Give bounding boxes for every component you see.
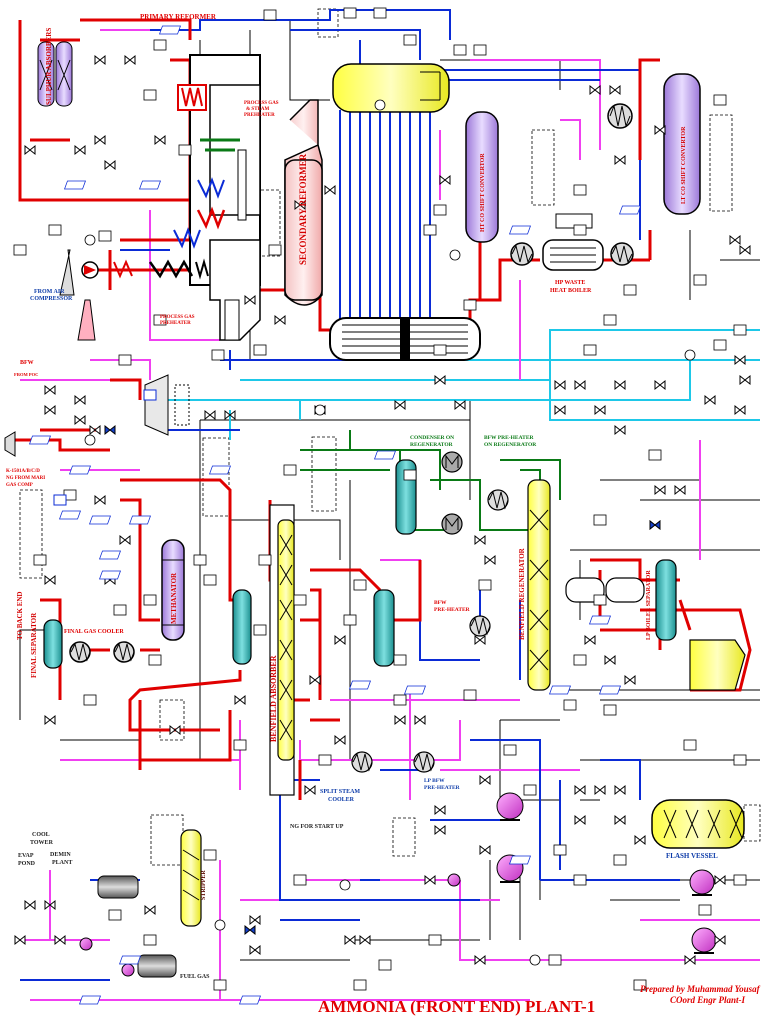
waste-heat-boilers — [329, 317, 481, 361]
credit-line-1: Prepared by Muhammad Yousaf — [640, 984, 761, 994]
svg-text:DEMIN: DEMIN — [50, 852, 71, 858]
benfield-absorber — [269, 504, 295, 796]
svg-text:PREHEATER: PREHEATER — [160, 321, 191, 326]
label-lp-boiler-separator: LP BOILER SEPARATOR — [646, 570, 652, 640]
label-bfw: BFW — [20, 360, 34, 366]
label-primary-reformer: PRIMARY REFORMER — [140, 13, 217, 21]
label-final-separator: FINAL SEPARATOR — [30, 612, 38, 678]
benfield-regenerator — [527, 479, 551, 691]
svg-text:PROCESS GAS: PROCESS GAS — [244, 101, 279, 106]
svg-text:NG FROM MARI: NG FROM MARI — [6, 476, 45, 481]
page-title: AMMONIA (FRONT END) PLANT-1 — [318, 997, 595, 1016]
svg-text:SPLIT STEAM: SPLIT STEAM — [320, 789, 360, 795]
label-hp-waste-heat-boiler: HP WASTE HEAT BOILER — [550, 280, 592, 294]
svg-text:ON REGENERATOR: ON REGENERATOR — [484, 442, 537, 448]
final-separator — [43, 619, 135, 669]
sulphur-absorbers — [37, 41, 73, 107]
svg-text:BFW: BFW — [434, 600, 447, 606]
label-sulphur-absorbers: SULPHUR ABSORBERS — [45, 28, 53, 105]
svg-text:EVAP: EVAP — [18, 853, 34, 859]
label-benfield-absorber: BENFIELD ABSORBER — [269, 655, 278, 742]
svg-text:HEAT BOILER: HEAT BOILER — [550, 288, 592, 294]
label-lp-bfw-preheater: LP BFW PRE-HEATER — [424, 778, 461, 791]
lt-co-shift-convertor — [663, 73, 701, 215]
stripper — [180, 829, 202, 927]
label-process-gas-preheater: PROCESS GAS PREHEATER — [160, 315, 195, 326]
svg-text:PRE-HEATER: PRE-HEATER — [434, 607, 471, 613]
label-evap-pond: EVAP POND — [18, 853, 36, 867]
label-secondary-reformer: SECONDARY REFORMER — [298, 153, 308, 265]
label-benfield-regenerator: BENFIELD REGENERATOR — [518, 547, 526, 640]
label-from-poc: FROM POC — [14, 372, 38, 377]
svg-text:BFW PRE-HEATER: BFW PRE-HEATER — [484, 435, 534, 441]
svg-text:& STEAM: & STEAM — [246, 107, 269, 112]
label-flash-vessel: FLASH VESSEL — [666, 852, 718, 860]
svg-text:POND: POND — [18, 861, 36, 867]
instrument-frames — [19, 8, 761, 866]
label-ht-co-shift-convertor: HT CO SHIFT CONVERTOR — [480, 153, 486, 232]
label-cool-tower: COOL TOWER — [30, 832, 54, 846]
svg-text:COMPRESSOR: COMPRESSOR — [30, 296, 73, 302]
svg-text:REGENERATOR: REGENERATOR — [410, 442, 454, 448]
svg-text:PREHEATER: PREHEATER — [244, 113, 275, 118]
svg-text:PRE-HEATER: PRE-HEATER — [424, 785, 461, 791]
knock-out-drums — [232, 459, 677, 667]
hp-waste-heat-boiler — [510, 103, 634, 271]
svg-text:GAS COMP: GAS COMP — [6, 483, 33, 488]
label-process-gas-steam-preheater: PROCESS GAS & STEAM PREHEATER — [244, 101, 279, 118]
flash-vessel — [651, 799, 745, 849]
svg-text:TOWER: TOWER — [30, 840, 54, 846]
svg-text:PLANT: PLANT — [52, 860, 72, 866]
regenerator-exchangers — [441, 451, 509, 637]
svg-text:FROM AIR: FROM AIR — [34, 289, 65, 295]
label-from-air-compressor: FROM AIR COMPRESSOR — [30, 289, 73, 302]
primary-reformer — [113, 54, 261, 341]
steam-drum — [332, 63, 450, 113]
split-steam-cooler — [351, 751, 435, 773]
label-final-gas-cooler: FINAL GAS COOLER — [64, 629, 124, 635]
label-condenser-regenerator: CONDENSER ON REGENERATOR — [410, 435, 454, 448]
label-split-steam-cooler: SPLIT STEAM COOLER — [320, 789, 360, 803]
svg-text:COOLER: COOLER — [328, 797, 355, 803]
svg-text:COOL: COOL — [32, 832, 50, 838]
credit-line-2: COord Engr Plant-I — [670, 995, 746, 1005]
label-bfw-preheater: BFW PRE-HEATER — [434, 600, 471, 613]
label-to-back-end: TO BACK END — [16, 592, 24, 641]
ht-co-shift-convertor — [465, 111, 499, 243]
label-bfw-preheater-regenerator: BFW PRE-HEATER ON REGENERATOR — [484, 435, 537, 448]
label-lt-co-shift-convertor: LT CO SHIFT CONVERTOR — [681, 126, 687, 204]
air-compressor — [59, 249, 99, 341]
svg-text:LP BFW: LP BFW — [424, 778, 445, 784]
secondary-reformer — [284, 99, 323, 306]
label-ng-for-start-up: NG FOR START UP — [290, 824, 344, 830]
stripper-exchangers — [97, 875, 177, 978]
label-fuel-gas: FUEL GAS — [180, 974, 210, 980]
label-stripper: STRIPPER — [201, 870, 207, 900]
svg-text:CONDENSER ON: CONDENSER ON — [410, 435, 454, 441]
methanator — [161, 539, 185, 641]
svg-text:HP WASTE: HP WASTE — [555, 280, 585, 286]
label-demin-plant: DEMIN PLANT — [50, 852, 72, 866]
label-ng-compressor: K-1501A/B/C/D NG FROM MARI GAS COMP — [6, 469, 45, 488]
label-methanator: METHANATOR — [170, 572, 178, 624]
svg-text:PROCESS GAS: PROCESS GAS — [160, 315, 195, 320]
svg-text:K-1501A/B/C/D: K-1501A/B/C/D — [6, 469, 40, 474]
